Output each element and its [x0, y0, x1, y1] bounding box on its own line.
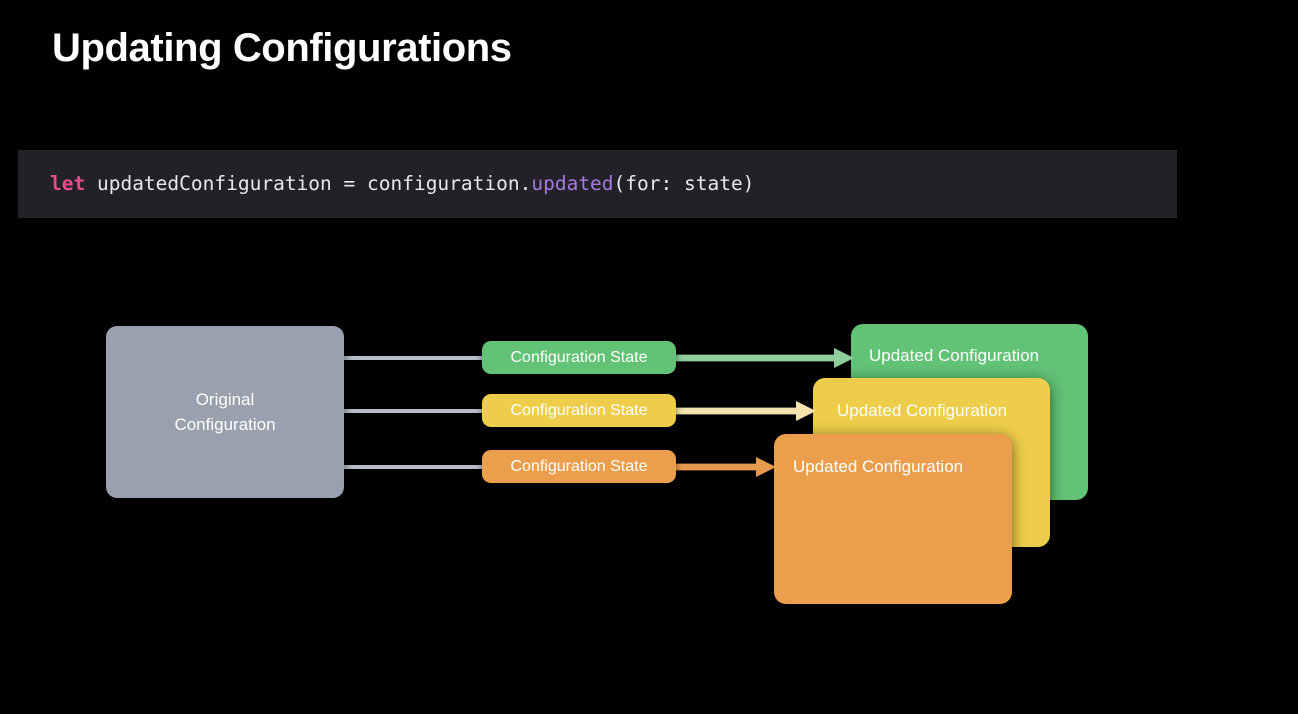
code-line: let updatedConfiguration = configuration… — [50, 171, 754, 197]
configuration-state-label-yellow: Configuration State — [510, 401, 648, 419]
updated-configuration-label-orange: Updated Configuration — [793, 457, 964, 476]
original-configuration-box: Original Configuration — [106, 326, 344, 498]
original-configuration-line-1: Original — [195, 390, 255, 409]
connector-line-green — [344, 356, 484, 360]
code-token-tail: (for: state) — [613, 172, 755, 195]
configuration-state-label-orange: Configuration State — [510, 457, 648, 475]
updated-configuration-card-orange: Updated Configuration — [774, 434, 1012, 604]
original-configuration-label: Original Configuration — [106, 326, 344, 498]
code-block: let updatedConfiguration = configuration… — [18, 150, 1177, 218]
updated-configuration-label-green: Updated Configuration — [869, 346, 1040, 365]
updated-configuration-label-yellow: Updated Configuration — [837, 401, 1008, 420]
arrow-orange — [676, 456, 776, 478]
connector-line-yellow — [344, 409, 484, 413]
configuration-state-pill-orange: Configuration State — [482, 450, 676, 483]
page-title: Updating Configurations — [52, 26, 512, 70]
arrow-green — [676, 347, 854, 369]
original-configuration-line-2: Configuration — [174, 415, 276, 434]
configuration-state-pill-green: Configuration State — [482, 341, 676, 374]
code-token-middle: updatedConfiguration = configuration. — [85, 172, 532, 195]
code-token-function: updated — [531, 172, 614, 195]
arrow-yellow — [676, 400, 816, 422]
configuration-state-label-green: Configuration State — [510, 348, 648, 366]
configuration-state-pill-yellow: Configuration State — [482, 394, 676, 427]
code-token-keyword: let — [50, 172, 86, 195]
connector-line-orange — [344, 465, 484, 469]
